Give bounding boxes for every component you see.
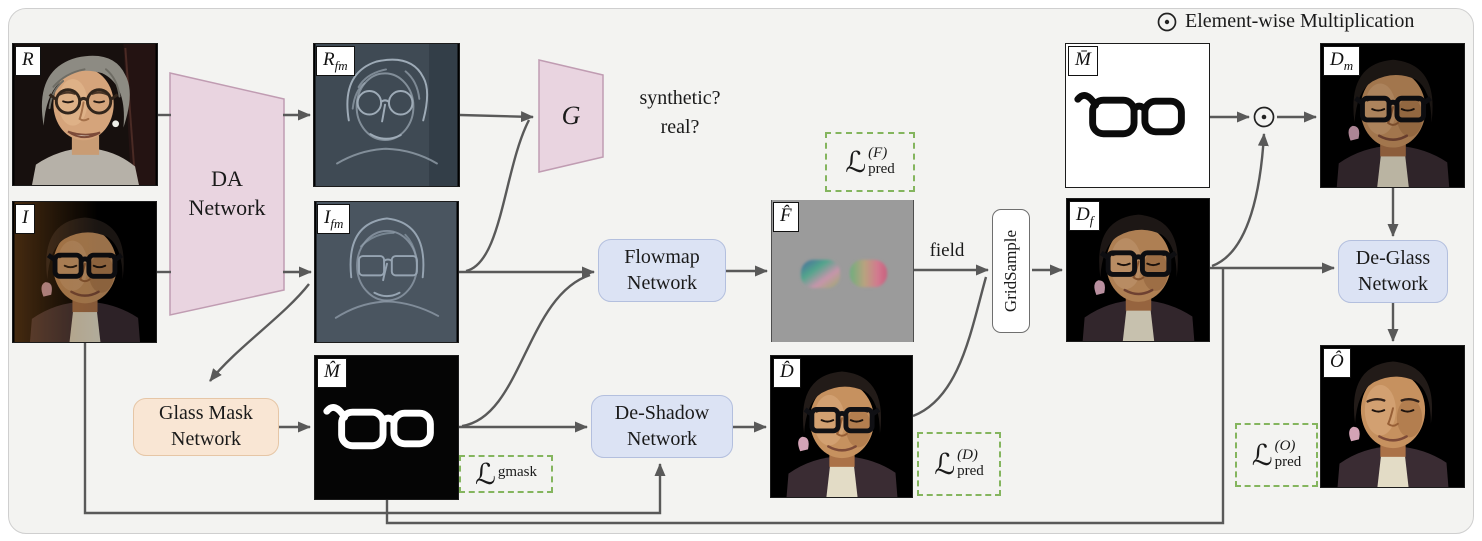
glass-mask-network-label: Glass Mask Network [159,402,253,450]
image-label-chip: Ô [1323,348,1351,379]
image-label-chip: M̄ [1068,46,1098,77]
loss-symbol: ℒ [845,144,867,179]
image-label-chip: Ifm [317,204,351,235]
da-network-node: DA Network [170,73,284,315]
discriminator-question: synthetic? real? [612,84,748,142]
image-label-chip: R [15,46,41,77]
image-inverted-glass-mask: M̄ [1065,43,1210,188]
flowmap-network-node: Flowmap Network [598,239,726,302]
image-feature-map-Ifm: Ifm [314,201,459,343]
loss-superscript: (F) [868,145,888,162]
image-output-O: Ô [1320,345,1465,488]
question-line2: real? [660,116,700,138]
loss-symbol: ℒ [934,446,956,481]
legend-label: Element-wise Multiplication [1185,10,1415,32]
de-shadow-network-label: De-Shadow Network [614,401,710,450]
image-masked-Dm: Dm [1320,43,1465,188]
loss-gmask-chip: ℒ gmask [459,455,553,493]
question-line1: synthetic? [639,87,721,109]
loss-superscript: (O) [1274,438,1296,455]
glass-mask-network-node: Glass Mask Network [133,398,279,456]
loss-shadow-chip: ℒ (D)pred [917,432,1001,496]
field-edge-label: field [929,240,965,261]
da-network-label: DA Network [188,166,266,220]
de-glass-network-label: De-Glass Network [1355,246,1431,295]
image-predicted-flowmap: F̂ [771,200,914,342]
image-de-shadowed-D: D̂ [770,355,913,498]
loss-output-chip: ℒ (O)pred [1235,423,1318,487]
loss-flow-chip: ℒ (F)pred [825,132,915,192]
flowmap-network-label: Flowmap Network [624,245,700,294]
discriminator-node: G [539,60,603,172]
grid-sample-node: GridSample [992,209,1030,333]
image-reference-R: R [12,43,158,186]
image-label-chip: Rfm [316,46,355,77]
image-input-I: I [12,201,157,343]
loss-symbol: ℒ [1251,437,1273,472]
loss-subscript: pred [868,161,895,177]
loss-subscript: pred [1274,454,1302,470]
loss-symbol: ℒ [474,456,496,491]
image-label-chip: Df [1069,201,1101,232]
image-feature-map-Rfm: Rfm [313,43,460,187]
image-flow-warped-Df: Df [1066,198,1210,342]
de-glass-network-node: De-Glass Network [1338,240,1448,303]
image-label-chip: I [15,204,36,235]
image-label-chip: M̂ [317,358,347,389]
loss-subscript: pred [957,463,984,479]
image-label-chip: D̂ [773,358,801,389]
circled-dot-icon [1157,12,1177,31]
image-label-chip: F̂ [773,202,799,233]
de-shadow-network-node: De-Shadow Network [591,395,733,458]
loss-subscript: gmask [497,463,538,480]
grid-sample-label: GridSample [1001,229,1020,313]
loss-superscript: (D) [957,447,978,464]
image-predicted-glass-mask: M̂ [314,355,459,500]
discriminator-label: G [561,101,581,131]
image-label-chip: Dm [1323,46,1361,77]
legend: Element-wise Multiplication [1156,10,1414,33]
